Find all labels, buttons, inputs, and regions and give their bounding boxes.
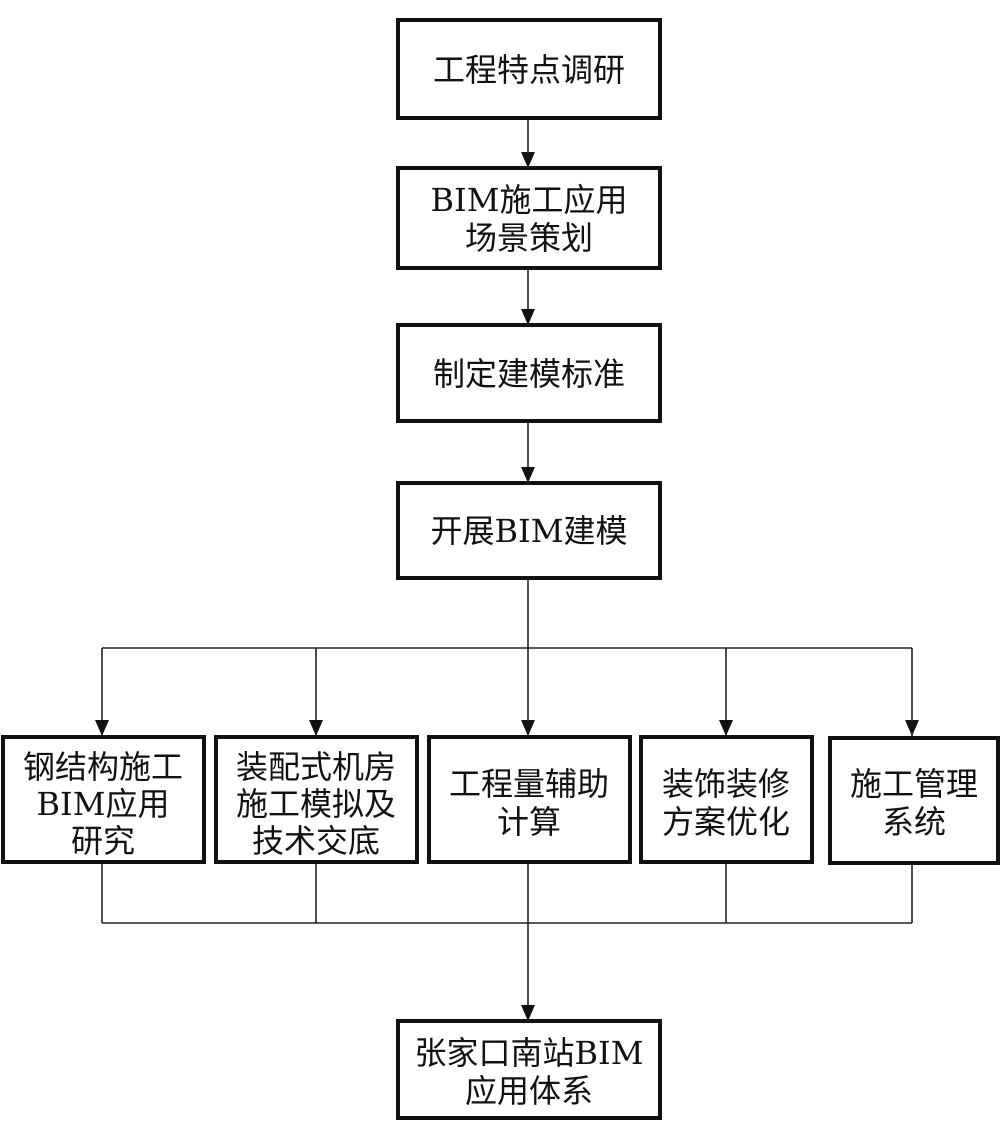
arrowheads bbox=[95, 152, 919, 1021]
arrowhead-n9 bbox=[905, 720, 919, 736]
node-label: BIM应用 bbox=[37, 785, 170, 823]
arrowhead-n5 bbox=[95, 720, 109, 736]
node-n3: 制定建模标准 bbox=[396, 323, 662, 423]
node-label: 装饰装修 bbox=[662, 765, 790, 803]
node-label: 工程特点调研 bbox=[433, 51, 625, 89]
node-label: 方案优化 bbox=[662, 803, 790, 841]
node-n7: 工程量辅助 计算 bbox=[427, 735, 632, 864]
node-label: 施工模拟及 bbox=[236, 785, 396, 823]
node-n8: 装饰装修 方案优化 bbox=[639, 735, 814, 864]
node-label: 研究 bbox=[71, 822, 135, 860]
node-n1: 工程特点调研 bbox=[396, 18, 662, 120]
node-n5: 钢结构施工 BIM应用 研究 bbox=[1, 735, 206, 864]
node-label: 开展BIM建模 bbox=[431, 512, 628, 550]
arrowhead-n7 bbox=[521, 720, 535, 736]
node-n4: 开展BIM建模 bbox=[396, 481, 662, 580]
arrowhead-n10 bbox=[521, 1005, 535, 1021]
node-n2: BIM施工应用 场景策划 bbox=[396, 166, 662, 270]
node-label: 装配式机房 bbox=[236, 748, 396, 786]
node-label: 系统 bbox=[882, 803, 946, 841]
arrowhead-n6 bbox=[309, 720, 323, 736]
node-label: 制定建模标准 bbox=[433, 355, 625, 393]
node-label: BIM施工应用 bbox=[431, 181, 628, 219]
connectors bbox=[101, 118, 913, 1021]
node-label: 技术交底 bbox=[252, 822, 380, 860]
node-label: 钢结构施工 bbox=[23, 748, 183, 786]
node-label: 张家口南站BIM bbox=[415, 1034, 644, 1072]
node-label: 工程量辅助 bbox=[449, 765, 609, 803]
arrowhead-n8 bbox=[719, 720, 733, 736]
arrowhead-n3 bbox=[521, 309, 535, 325]
node-n10: 张家口南站BIM 应用体系 bbox=[396, 1019, 662, 1120]
node-n6: 装配式机房 施工模拟及 技术交底 bbox=[214, 735, 419, 864]
arrowhead-n2 bbox=[521, 152, 535, 168]
node-label: 场景策划 bbox=[465, 219, 593, 257]
node-n9: 施工管理 系统 bbox=[828, 736, 1000, 865]
node-label: 施工管理 bbox=[850, 765, 978, 803]
node-label: 计算 bbox=[497, 803, 561, 841]
arrowhead-n4 bbox=[521, 467, 535, 483]
node-label: 应用体系 bbox=[465, 1072, 593, 1110]
